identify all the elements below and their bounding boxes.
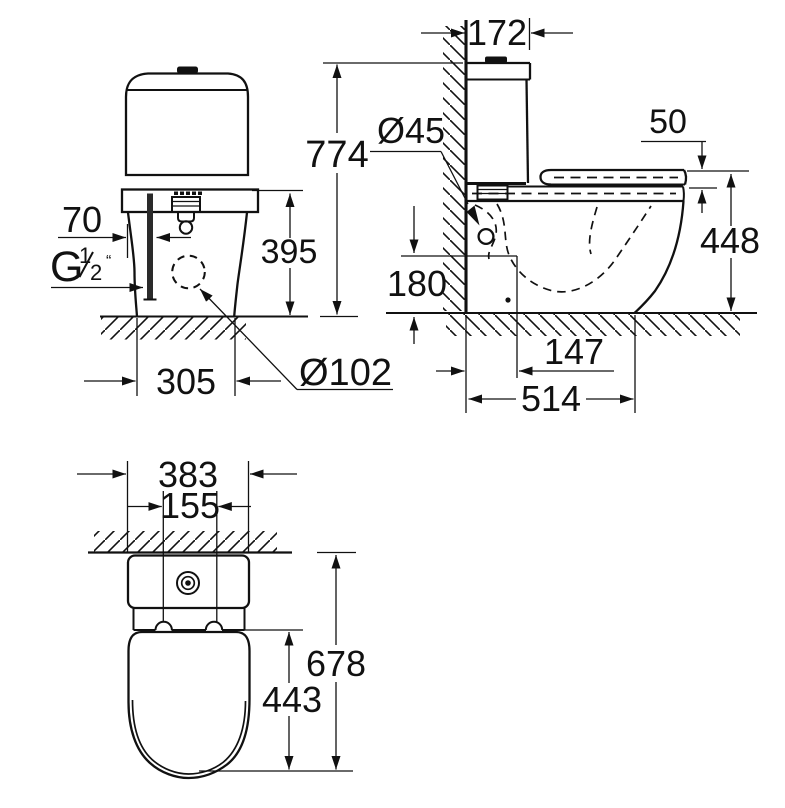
front-view bbox=[100, 66, 358, 340]
front-outlet-dashed-circle bbox=[171, 254, 206, 290]
side-bowl-front-curve bbox=[633, 200, 685, 314]
dim-supply-offset-label: 70 bbox=[62, 199, 102, 240]
dim-bowl-length: 443 bbox=[241, 629, 322, 770]
front-cistern-outline bbox=[124, 72, 250, 177]
side-bowl-interior-dashed bbox=[474, 203, 652, 293]
dim-443-label: 443 bbox=[262, 679, 322, 720]
dim-448-label: 448 bbox=[700, 220, 760, 261]
dim-cistern-depth: 172 bbox=[421, 12, 573, 53]
dim-678-label: 678 bbox=[306, 643, 366, 684]
dim-total-height: 774 bbox=[305, 62, 463, 315]
front-flange-dashes bbox=[174, 191, 202, 195]
top-view bbox=[88, 531, 292, 780]
side-inlet-circle bbox=[477, 227, 495, 246]
front-flush-button bbox=[177, 66, 198, 74]
top-seat-outline bbox=[127, 630, 251, 780]
dim-cistern-width: 383 bbox=[77, 454, 297, 552]
side-flush-button bbox=[485, 56, 507, 63]
front-fill-valve bbox=[171, 196, 201, 235]
dim-cistern-band-height: 395 bbox=[252, 189, 318, 315]
dim-inlet-height: 180 bbox=[387, 206, 518, 378]
dim-383-label: 383 bbox=[158, 454, 218, 495]
dim-180-label: 180 bbox=[387, 263, 447, 304]
dim-inlet-diameter-label: Ø45 bbox=[377, 110, 445, 151]
dim-305-label: 305 bbox=[156, 361, 216, 402]
top-wall-hatching bbox=[94, 531, 277, 552]
thread-denominator: 2 bbox=[90, 260, 102, 285]
thread-g-label: G bbox=[50, 243, 83, 291]
side-rim bbox=[466, 185, 685, 203]
top-fixing-band bbox=[132, 608, 246, 631]
front-view-dimensions: 70 G 1 2 “ 395 305 Ø1 bbox=[50, 62, 463, 402]
dim-774-label: 774 bbox=[305, 134, 368, 176]
top-cistern-outline bbox=[126, 554, 251, 610]
side-view bbox=[386, 20, 757, 336]
thread-unit-mark: “ bbox=[106, 253, 111, 270]
dim-50-label: 50 bbox=[649, 103, 687, 141]
top-view-dimensions: 383 155 678 443 bbox=[77, 454, 366, 772]
side-outlet-dot bbox=[505, 297, 511, 303]
side-seat-lid bbox=[539, 168, 688, 186]
dim-172-label: 172 bbox=[467, 12, 527, 53]
dim-155-label: 155 bbox=[160, 485, 220, 526]
dim-total-depth: 514 bbox=[465, 315, 636, 419]
side-flush-valve bbox=[476, 183, 509, 201]
dim-top-total-depth: 678 bbox=[199, 551, 366, 772]
dim-thread-callout: G 1 2 “ bbox=[50, 243, 143, 292]
front-pedestal-right-edge bbox=[233, 212, 249, 317]
dim-outlet-offset: 147 bbox=[436, 331, 614, 376]
dim-base-width: 305 bbox=[84, 318, 281, 402]
side-wall-hatching bbox=[443, 26, 465, 311]
top-fixing-hole-right bbox=[204, 620, 224, 631]
top-fixing-hole-left bbox=[154, 620, 173, 631]
dim-supply-offset: 70 bbox=[58, 199, 191, 258]
dim-outlet-diameter-label: Ø102 bbox=[299, 352, 392, 394]
dim-395-label: 395 bbox=[261, 233, 318, 271]
front-supply-pipe bbox=[147, 193, 153, 300]
inlet-leader-arrow bbox=[466, 205, 480, 226]
dim-fixing-distance: 155 bbox=[128, 485, 251, 622]
dim-outlet-diameter: Ø102 bbox=[199, 288, 393, 394]
dim-147-label: 147 bbox=[544, 331, 604, 372]
dim-seat-height: 448 bbox=[700, 174, 760, 311]
front-pedestal-left-edge bbox=[126, 212, 139, 317]
side-floor-hatching bbox=[446, 314, 740, 336]
dim-inlet-diameter: Ø45 bbox=[370, 110, 480, 226]
dim-seat-thickness: 50 bbox=[641, 103, 749, 213]
top-flush-button bbox=[176, 571, 200, 595]
front-floor-hatching bbox=[101, 317, 246, 340]
side-cistern bbox=[466, 56, 532, 186]
top-seat-inner-edge bbox=[131, 699, 247, 775]
dim-514-label: 514 bbox=[521, 378, 581, 419]
side-view-dimensions: 172 Ø45 180 50 448 bbox=[370, 12, 760, 419]
